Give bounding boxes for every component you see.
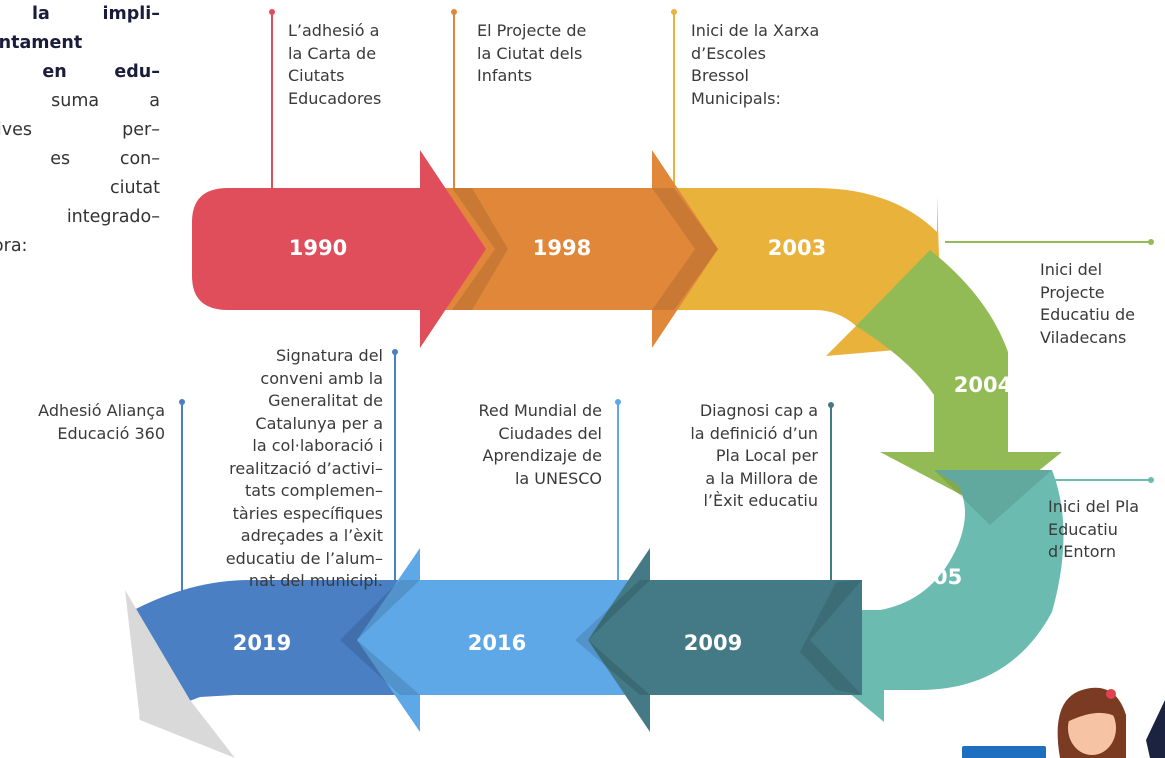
leader-dot-alianca bbox=[179, 399, 185, 405]
year-label-2019: 2019 bbox=[233, 631, 291, 655]
leader-dot-2009 bbox=[828, 402, 834, 408]
right-curve-arrows bbox=[800, 250, 1064, 722]
woman-illustration bbox=[962, 687, 1165, 758]
leader-dot-2004 bbox=[1148, 239, 1154, 245]
woman-hair-tie bbox=[1106, 689, 1116, 699]
woman-laptop bbox=[962, 746, 1046, 758]
year-label-2005: 2005 bbox=[904, 565, 962, 589]
year-labels: 1990 1998 2003 2004 2005 2009 2016 2019 bbox=[233, 236, 1012, 655]
leader-dot-2019 bbox=[392, 349, 398, 355]
arrow-shadow-2005-bottom bbox=[800, 580, 862, 695]
leader-dot-1998 bbox=[451, 9, 457, 15]
intro-line: a, integrado– bbox=[0, 207, 160, 227]
intro-line: una ciutat bbox=[0, 178, 160, 198]
milestone-text-1998: El Projecte de la Ciutat dels Infants bbox=[477, 21, 587, 85]
intro-line: nadora: bbox=[0, 236, 28, 256]
arrow-segment-1990 bbox=[192, 150, 486, 348]
intro-line: ’Ajuntament bbox=[0, 33, 83, 53]
leader-dot-2016 bbox=[615, 399, 621, 405]
intro-line: ans en edu– bbox=[0, 62, 160, 82]
leader-lines bbox=[179, 9, 1154, 606]
intro-paragraph: sa la impli– ’Ajuntament ans en edu– sev… bbox=[0, 0, 160, 261]
woman-fringe bbox=[1067, 695, 1119, 722]
year-label-2009: 2009 bbox=[684, 631, 742, 655]
arrow-segment-1998 bbox=[424, 150, 718, 348]
arrow-shadow-2005 bbox=[934, 470, 1052, 525]
year-label-2004: 2004 bbox=[954, 373, 1012, 397]
arrow-tail-shadow bbox=[125, 590, 235, 758]
arrow-shadow-1990 bbox=[452, 188, 508, 310]
arrow-segment-2019 bbox=[130, 580, 400, 720]
milestone-text-2003: Inici de la Xarxa d’Escoles Bressol Muni… bbox=[691, 21, 820, 108]
year-label-1998: 1998 bbox=[533, 236, 591, 260]
arrow-segment-2016 bbox=[357, 548, 640, 732]
milestone-text-2009: Diagnosi cap a la definició d’un Pla Loc… bbox=[690, 401, 818, 510]
milestone-text-alianca: Adhesió Aliança Educació 360 bbox=[38, 401, 165, 443]
arrow-shadow-1998 bbox=[652, 188, 718, 310]
bottom-row-arrows bbox=[125, 548, 862, 758]
year-label-1990: 1990 bbox=[289, 236, 347, 260]
arrow-segment-2005 bbox=[800, 470, 1064, 722]
arrow-shadow-2016 bbox=[340, 580, 420, 695]
year-label-2016: 2016 bbox=[468, 631, 526, 655]
intro-line: cans es con– bbox=[0, 149, 160, 169]
milestone-text-1990: L’adhesió a la Carta de Ciutats Educador… bbox=[288, 21, 382, 108]
milestone-text-2016: Red Mundial de Ciudades del Aprendizaje … bbox=[478, 401, 602, 488]
top-row-arrows bbox=[192, 150, 942, 356]
arrow-shadow-2009 bbox=[575, 580, 650, 695]
leader-dot-2005 bbox=[1148, 477, 1154, 483]
year-label-2003: 2003 bbox=[768, 236, 826, 260]
intro-line: seva suma a bbox=[0, 91, 160, 111]
woman-arm-dark bbox=[1146, 700, 1165, 758]
milestone-text-2004: Inici del Projecte Educatiu de Viladecan… bbox=[1040, 260, 1135, 347]
leader-dot-1990 bbox=[269, 9, 275, 15]
arrow-segment-2009 bbox=[588, 548, 862, 732]
intro-line: iciatives per– bbox=[0, 120, 160, 140]
milestone-text-2019: Signatura del conveni amb la Generalitat… bbox=[225, 346, 383, 590]
intro-line: sa la impli– bbox=[32, 4, 160, 24]
arrow-segment-2004 bbox=[856, 250, 1062, 510]
leader-dot-2003 bbox=[671, 9, 677, 15]
milestone-text-2005: Inici del Pla Educatiu d’Entorn bbox=[1048, 497, 1140, 561]
